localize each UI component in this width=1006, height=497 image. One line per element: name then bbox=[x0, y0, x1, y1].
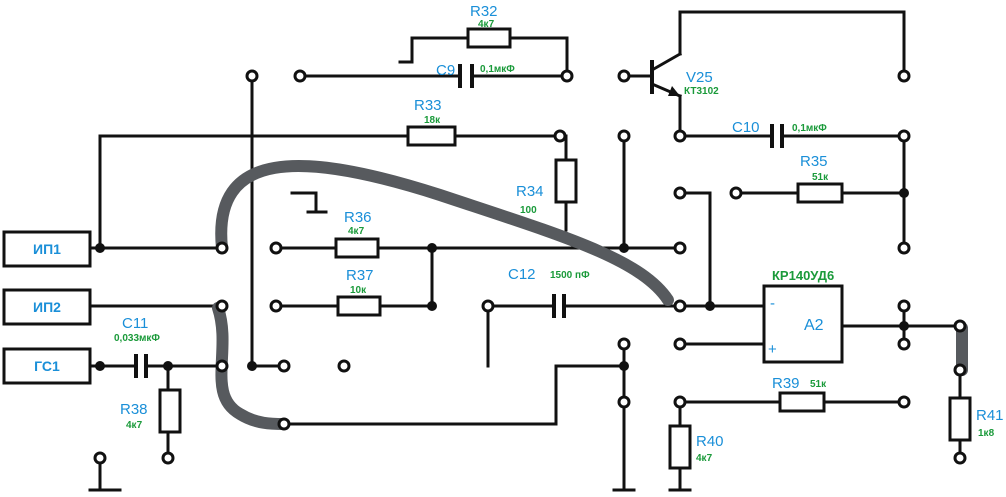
a2-ref: A2 bbox=[804, 317, 824, 334]
connector-ip1-label: ИП1 bbox=[33, 241, 61, 257]
c10-ref: C10 bbox=[732, 119, 760, 136]
resistors bbox=[158, 27, 972, 470]
connector-gs1-box bbox=[2, 347, 92, 385]
r33-ref: R33 bbox=[414, 97, 442, 114]
r36-ref: R36 bbox=[344, 209, 372, 226]
r40-value: 4к7 bbox=[696, 453, 713, 464]
connector-ip2-box bbox=[2, 288, 92, 326]
transistor-v25 bbox=[649, 51, 683, 98]
jumper-wires bbox=[212, 160, 968, 430]
c12-value: 1500 пФ bbox=[550, 270, 590, 281]
r33-value: 18к bbox=[424, 115, 441, 126]
r34-ref: R34 bbox=[516, 183, 544, 200]
connector-gs1-label: ГС1 bbox=[34, 358, 60, 374]
r37-value: 10к bbox=[350, 285, 367, 296]
c11-value: 0,033мкФ bbox=[114, 333, 160, 344]
c12-ref: C12 bbox=[508, 266, 536, 283]
r38-value: 4к7 bbox=[126, 420, 143, 431]
r40-ref: R40 bbox=[696, 433, 724, 450]
r32-ref: R32 bbox=[470, 3, 498, 20]
r35-body bbox=[796, 182, 844, 204]
r34-value: 100 bbox=[520, 205, 537, 216]
v25-ref: V25 bbox=[686, 69, 713, 86]
r37-ref: R37 bbox=[346, 267, 374, 284]
solder-pads bbox=[93, 69, 967, 465]
r36-value: 4к7 bbox=[348, 226, 365, 237]
c9-value: 0,1мкФ bbox=[480, 64, 515, 75]
r37-body bbox=[336, 295, 382, 317]
r40-body bbox=[668, 424, 692, 470]
connector-ip1-box bbox=[2, 230, 92, 268]
r38-ref: R38 bbox=[120, 401, 148, 418]
r34-body bbox=[554, 158, 578, 204]
connector-ip2-label: ИП2 bbox=[33, 299, 61, 315]
labels: R32 4к7 C9 0,1мкФ V25 КТ3102 R33 18к C10… bbox=[33, 3, 1003, 464]
a2-plus-sign: + bbox=[768, 341, 777, 358]
r41-body bbox=[948, 396, 972, 442]
opamp-a2-body bbox=[762, 284, 844, 364]
a2-type: КР140УД6 bbox=[772, 268, 834, 283]
junction-dots bbox=[95, 188, 909, 371]
c10-value: 0,1мкФ bbox=[792, 123, 827, 134]
r35-ref: R35 bbox=[800, 153, 828, 170]
r35-value: 51к bbox=[812, 172, 829, 183]
capacitors bbox=[134, 64, 784, 378]
r36-body bbox=[334, 237, 380, 259]
r39-value: 51к bbox=[810, 379, 827, 390]
r41-ref: R41 bbox=[976, 407, 1004, 424]
r32-body bbox=[466, 27, 512, 49]
r39-ref: R39 bbox=[772, 375, 800, 392]
r32-value: 4к7 bbox=[478, 19, 495, 30]
a2-minus-sign: - bbox=[770, 295, 775, 312]
r39-body bbox=[778, 391, 826, 413]
connectors bbox=[2, 230, 92, 385]
c9-ref: C9 bbox=[436, 62, 455, 79]
r41-value: 1к8 bbox=[978, 428, 995, 439]
v25-value: КТ3102 bbox=[684, 86, 719, 97]
r33-body bbox=[406, 125, 457, 147]
c11-ref: C11 bbox=[122, 315, 148, 332]
r38-body bbox=[158, 388, 182, 434]
